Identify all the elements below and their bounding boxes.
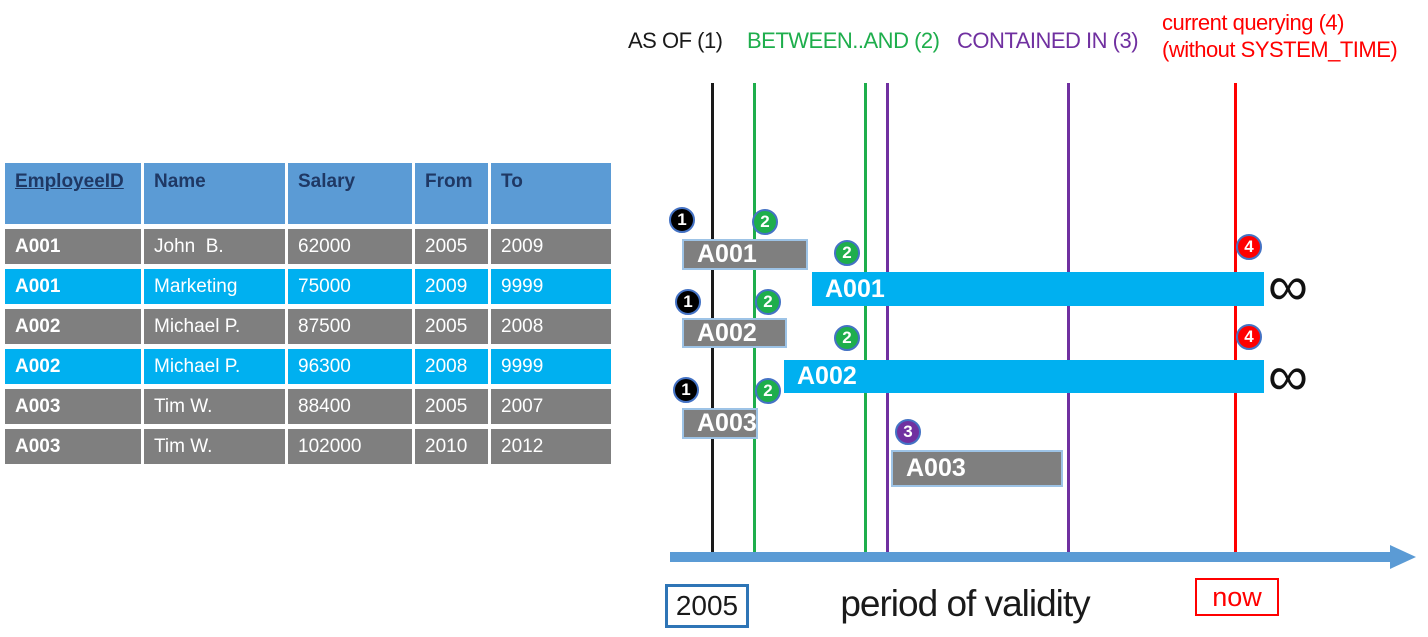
column-header-label: EmployeeID [15,171,124,192]
legend-current-querying: current querying (4) (without SYSTEM_TIM… [1162,9,1398,63]
table-cell: 2009 [415,269,488,304]
header-row: EmployeeID Name Salary From To [5,163,611,224]
table-cell: 2007 [491,389,611,424]
table-cell: 88400 [288,389,412,424]
validity-bar: A003 [891,450,1063,487]
infinity-symbol: ∞ [1268,254,1308,317]
bar-label: A001 [825,274,885,303]
step-badge: 4 [1236,234,1262,260]
column-header-label: To [501,171,523,192]
table-cell: 2008 [415,349,488,384]
table-cell: 9999 [491,349,611,384]
table-cell: A001 [5,269,141,304]
bar-label: A002 [797,362,857,390]
column-header: Salary [288,163,412,224]
step-badge: 2 [752,209,778,235]
table-cell: 2009 [491,229,611,264]
step-badge: 2 [834,240,860,266]
now-line [1234,83,1237,555]
column-header: From [415,163,488,224]
table-cell: 2008 [491,309,611,344]
table-cell: 2012 [491,429,611,464]
time-axis-arrowhead [1390,545,1416,569]
table-cell: A001 [5,229,141,264]
legend-as-of: AS OF (1) [628,28,723,53]
table-cell: 75000 [288,269,412,304]
table-cell: 62000 [288,229,412,264]
table-cell: Marketing [144,269,285,304]
step-badge: 3 [895,419,921,445]
table-cell: Michael P. [144,309,285,344]
contained-end-line [1067,83,1070,558]
table-cell: 2005 [415,389,488,424]
step-badge: 2 [755,378,781,404]
contained-start-line [886,83,889,558]
validity-bar: A001 [682,239,808,270]
bar-label: A002 [697,318,757,347]
table-cell: Michael P. [144,349,285,384]
legend-current-line2: (without SYSTEM_TIME) [1162,37,1398,62]
column-header: To [491,163,611,224]
legend-between-and: BETWEEN..AND (2) [747,28,940,53]
step-badge: 1 [673,377,699,403]
time-axis [670,552,1392,562]
year-start-box: 2005 [665,584,749,628]
table-cell: A002 [5,309,141,344]
column-header-label: Name [154,171,206,192]
bar-label: A003 [697,409,757,437]
table-cell: John B. [144,229,285,264]
step-badge: 1 [669,207,695,233]
table-cell: 87500 [288,309,412,344]
table-cell: 9999 [491,269,611,304]
table-cell: Tim W. [144,429,285,464]
step-badge: 1 [675,289,701,315]
validity-bar: A003 [682,408,758,439]
column-header: Name [144,163,285,224]
step-badge: 4 [1236,324,1262,350]
table-cell: A003 [5,429,141,464]
now-label: now [1212,581,1262,612]
table-cell: A002 [5,349,141,384]
table-cell: 96300 [288,349,412,384]
column-header-label: From [425,171,473,192]
now-box: now [1195,578,1279,616]
table-cell: A003 [5,389,141,424]
legend-current-line1: current querying (4) [1162,10,1344,35]
step-badge: 2 [755,289,781,315]
column-header-label: Salary [298,171,356,192]
bar-label: A001 [697,240,757,268]
step-badge: 2 [834,325,860,351]
table-cell: 2005 [415,229,488,264]
validity-bar: A002 [784,360,1264,393]
bar-label: A003 [906,454,966,482]
table-cell: 102000 [288,429,412,464]
year-start-label: 2005 [675,590,739,621]
validity-bar: A002 [682,318,787,348]
between-end-line [864,83,867,558]
validity-bar: A001 [812,272,1264,306]
column-header: EmployeeID [5,163,141,224]
table-cell: 2010 [415,429,488,464]
axis-label: period of validity [840,583,1090,624]
infinity-symbol: ∞ [1268,344,1308,407]
legend-contained-in: CONTAINED IN (3) [957,28,1139,53]
table-cell: Tim W. [144,389,285,424]
table-cell: 2005 [415,309,488,344]
